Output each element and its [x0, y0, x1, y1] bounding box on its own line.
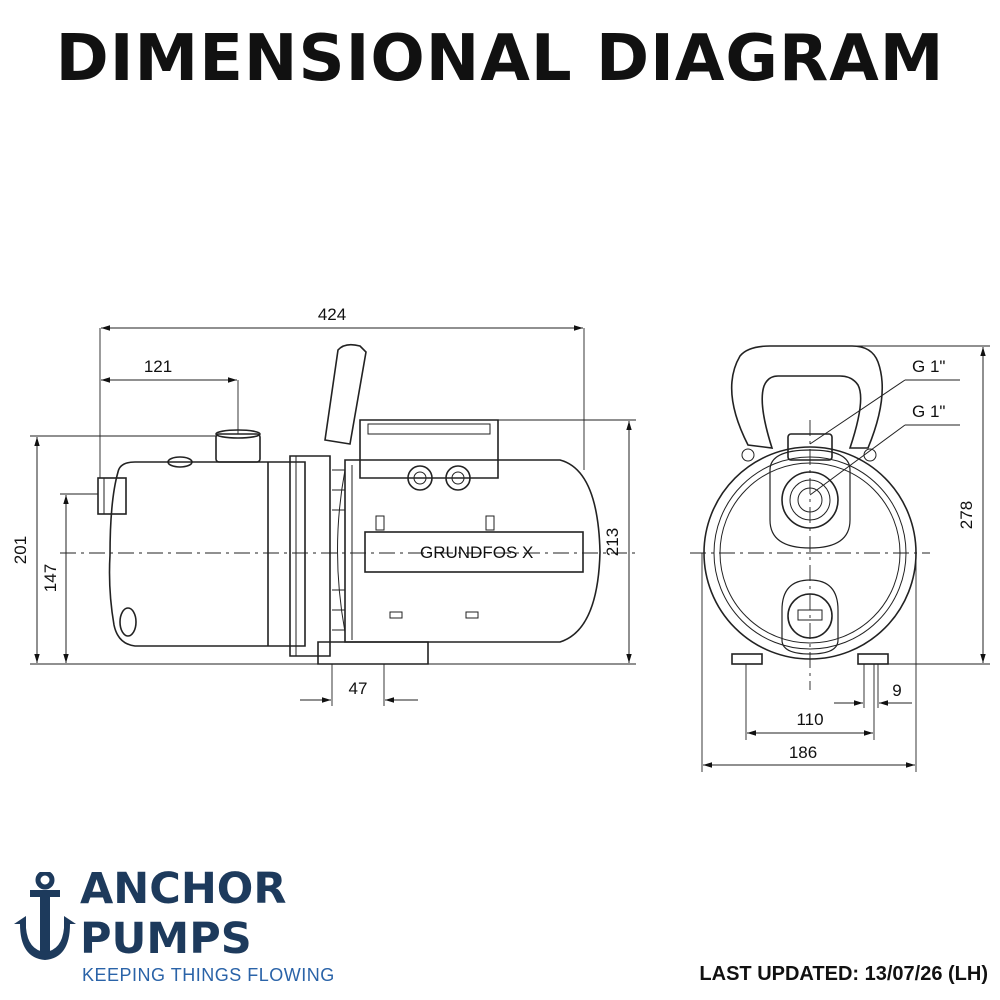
dim-186: 186 [789, 743, 817, 762]
front-foot-left [731, 653, 763, 665]
pump-flange [289, 455, 331, 657]
cable-gland-1 [407, 465, 433, 491]
dim-278: 278 [957, 501, 976, 529]
page-title: DIMENSIONAL DIAGRAM [55, 22, 945, 96]
front-handle [730, 345, 883, 449]
brand-name-line2: PUMPS [80, 914, 252, 964]
last-updated-text: LAST UPDATED: 13/07/26 (LH) [699, 963, 988, 985]
brand-tagline: KEEPING THINGS FLOWING [82, 965, 335, 985]
front-view [690, 345, 990, 772]
cable-gland-2 [445, 465, 471, 491]
front-inlet-ring [787, 593, 833, 639]
pump-foot [317, 641, 429, 665]
terminal-box [359, 419, 499, 479]
side-dimension-labels: 424 121 201 147 213 47 [11, 305, 622, 698]
motor-housing [344, 459, 601, 643]
inlet-port [97, 477, 127, 515]
side-view: GRUNDFOS X [30, 325, 640, 706]
anchor-icon [14, 872, 76, 960]
front-outlet [787, 433, 833, 461]
nameplate [364, 531, 584, 573]
pump-logo-text: GRUNDFOS X [420, 543, 533, 562]
front-dimension-labels: G 1" G 1" 278 110 186 9 [789, 357, 976, 762]
dim-147: 147 [41, 564, 60, 592]
pump-casing [108, 461, 306, 647]
dim-424: 424 [318, 305, 346, 324]
inlet-thread-label: G 1" [912, 402, 945, 421]
dim-9: 9 [892, 681, 901, 700]
brand-name-line1: ANCHOR [80, 864, 287, 914]
dim-110: 110 [796, 710, 823, 729]
dim-47: 47 [349, 679, 368, 698]
outlet-thread-label: G 1" [912, 357, 945, 376]
front-foot-right [857, 653, 889, 665]
carry-handle [324, 343, 367, 445]
dim-213: 213 [603, 528, 622, 556]
front-outlet-ring [781, 471, 839, 529]
dim-201: 201 [11, 536, 30, 564]
dim-121: 121 [144, 357, 172, 376]
